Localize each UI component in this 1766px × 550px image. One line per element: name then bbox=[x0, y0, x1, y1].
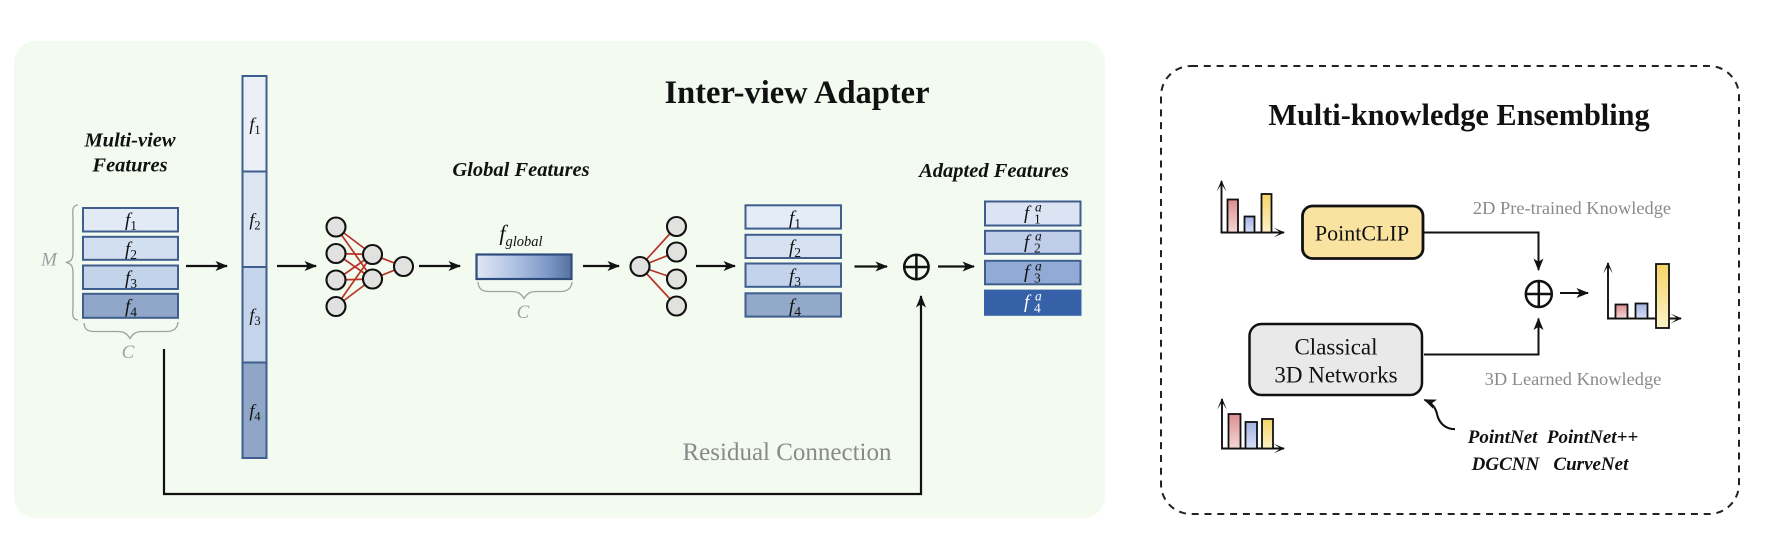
svg-text:f4: f4 bbox=[249, 401, 261, 424]
svg-text:f3: f3 bbox=[249, 305, 260, 328]
svg-text:3D Learned Knowledge: 3D Learned Knowledge bbox=[1485, 369, 1662, 389]
svg-text:f4: f4 bbox=[125, 297, 137, 320]
svg-text:f: f bbox=[1024, 203, 1032, 224]
svg-text:a: a bbox=[1035, 200, 1042, 215]
svg-text:PointNet PointNet++: PointNet PointNet++ bbox=[1467, 427, 1638, 448]
svg-text:DGCNN CurveNet: DGCNN CurveNet bbox=[1471, 454, 1629, 475]
svg-text:a: a bbox=[1035, 289, 1042, 304]
svg-text:Multi-knowledge Ensembling: Multi-knowledge Ensembling bbox=[1268, 98, 1649, 132]
svg-text:f: f bbox=[1024, 262, 1032, 283]
svg-text:2: 2 bbox=[1034, 241, 1041, 256]
svg-text:f: f bbox=[1024, 292, 1032, 313]
svg-text:3: 3 bbox=[1034, 271, 1041, 286]
svg-text:C: C bbox=[517, 302, 530, 323]
svg-text:f4: f4 bbox=[789, 296, 801, 319]
svg-text:f1: f1 bbox=[125, 210, 137, 233]
svg-text:Multi-view: Multi-view bbox=[83, 130, 175, 152]
svg-text:PointCLIP: PointCLIP bbox=[1315, 221, 1409, 246]
svg-text:f3: f3 bbox=[789, 266, 801, 289]
svg-text:3D Networks: 3D Networks bbox=[1274, 363, 1397, 388]
svg-text:4: 4 bbox=[1034, 301, 1041, 316]
svg-text:f1: f1 bbox=[789, 208, 801, 231]
svg-text:C: C bbox=[122, 342, 135, 363]
svg-text:f2: f2 bbox=[249, 210, 260, 233]
svg-text:f2: f2 bbox=[789, 237, 801, 260]
svg-text:2D Pre-trained Knowledge: 2D Pre-trained Knowledge bbox=[1473, 198, 1671, 218]
svg-text:Features: Features bbox=[91, 154, 167, 176]
svg-text:Classical: Classical bbox=[1294, 335, 1377, 360]
svg-text:a: a bbox=[1035, 229, 1042, 244]
svg-text:fglobal: fglobal bbox=[499, 221, 542, 251]
svg-text:Inter-view Adapter: Inter-view Adapter bbox=[664, 75, 929, 111]
svg-text:f3: f3 bbox=[125, 268, 137, 291]
svg-text:M: M bbox=[40, 250, 58, 271]
svg-text:Adapted Features: Adapted Features bbox=[917, 160, 1069, 182]
svg-text:f1: f1 bbox=[249, 114, 260, 137]
svg-text:f: f bbox=[1024, 232, 1032, 253]
svg-text:a: a bbox=[1035, 259, 1042, 274]
svg-text:f2: f2 bbox=[125, 239, 137, 262]
svg-text:Global Features: Global Features bbox=[452, 159, 589, 181]
svg-text:Residual Connection: Residual Connection bbox=[683, 439, 892, 466]
svg-text:1: 1 bbox=[1034, 212, 1041, 227]
